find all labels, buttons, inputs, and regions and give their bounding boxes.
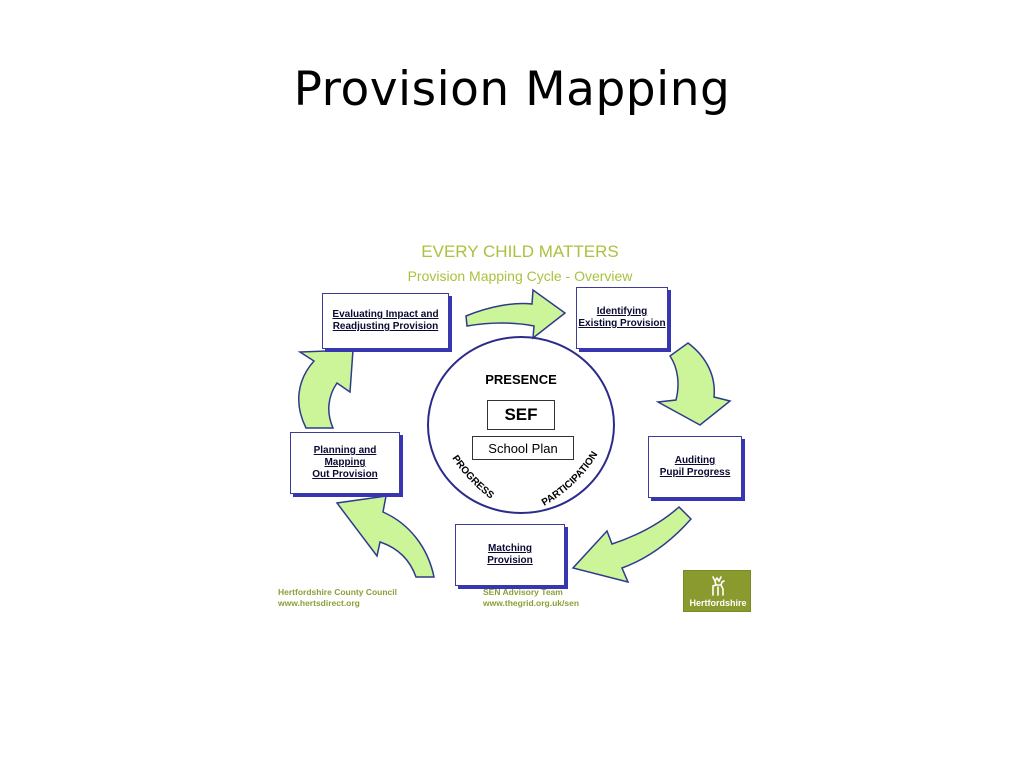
stage-planning: Planning and Mapping Out Provision bbox=[290, 432, 400, 494]
slide-title: Provision Mapping bbox=[293, 62, 731, 117]
presence-label: PRESENCE bbox=[485, 372, 557, 387]
diagram-header-title: EVERY CHILD MATTERS bbox=[421, 242, 619, 261]
stage-auditing-line1: Auditing bbox=[674, 455, 716, 466]
stage-matching-line1: Matching bbox=[488, 543, 532, 554]
stage-matching: Matching Provision bbox=[455, 524, 565, 586]
stage-matching-line2: Provision bbox=[487, 555, 533, 566]
footer-left-url: www.hertsdirect.org bbox=[278, 598, 360, 608]
stage-identifying-line1: Identifying bbox=[596, 306, 648, 317]
arrow-planning-to-evaluating bbox=[297, 349, 354, 429]
stage-evaluating-line1: Evaluating Impact and bbox=[332, 309, 439, 320]
logo-text: Hertfordshire bbox=[689, 598, 747, 608]
stage-identifying: Identifying Existing Provision bbox=[576, 287, 668, 349]
footer-left: Hertfordshire County Council www.hertsdi… bbox=[278, 587, 397, 609]
school-plan-box: School Plan bbox=[472, 436, 574, 460]
footer-right: SEN Advisory Team www.thegrid.org.uk/sen bbox=[483, 587, 579, 609]
diagram-header-subtitle: Provision Mapping Cycle - Overview bbox=[407, 268, 633, 284]
arrow-auditing-to-matching bbox=[571, 505, 693, 584]
stage-planning-line3: Out Provision bbox=[312, 469, 378, 480]
sef-box: SEF bbox=[487, 400, 555, 430]
arrow-identifying-to-auditing bbox=[655, 342, 732, 426]
arrow-matching-to-planning bbox=[335, 495, 435, 578]
stage-evaluating-line2: Readjusting Provision bbox=[332, 321, 439, 332]
stage-evaluating: Evaluating Impact and Readjusting Provis… bbox=[322, 293, 449, 349]
stage-auditing-line2: Pupil Progress bbox=[659, 467, 731, 478]
stage-identifying-line2: Existing Provision bbox=[578, 318, 666, 329]
arrow-evaluating-to-identifying bbox=[465, 288, 567, 340]
footer-right-org: SEN Advisory Team bbox=[483, 587, 563, 597]
footer-left-org: Hertfordshire County Council bbox=[278, 587, 398, 597]
stage-planning-line2: Mapping bbox=[324, 457, 366, 468]
stage-auditing: Auditing Pupil Progress bbox=[648, 436, 742, 498]
footer-right-url: www.thegrid.org.uk/sen bbox=[483, 598, 580, 608]
hertfordshire-logo: Hertfordshire bbox=[683, 570, 751, 612]
stage-planning-line1: Planning and bbox=[313, 445, 377, 456]
stag-icon bbox=[712, 576, 725, 596]
